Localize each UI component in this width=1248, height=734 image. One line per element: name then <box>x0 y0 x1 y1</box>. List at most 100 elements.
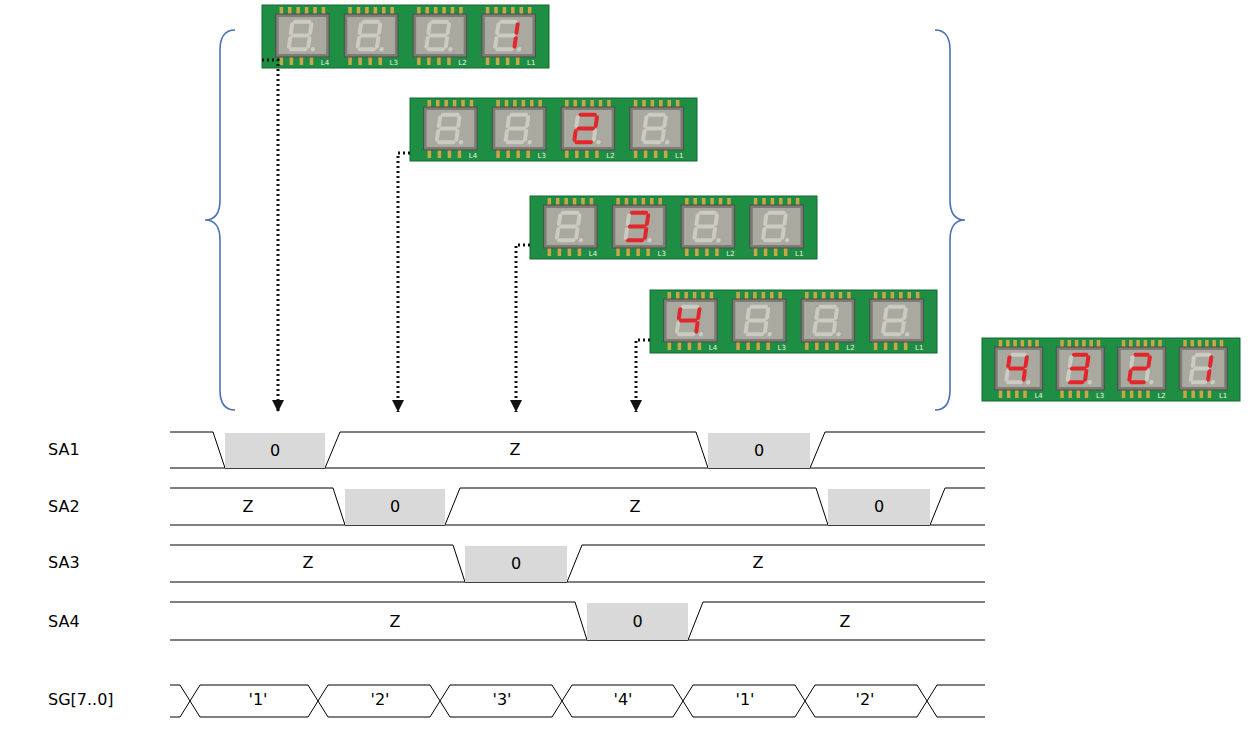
pin <box>438 150 442 158</box>
lit-segment <box>679 309 680 318</box>
pin <box>644 150 648 158</box>
lit-segment <box>579 126 593 130</box>
lit-segment <box>645 229 646 238</box>
pin <box>568 248 572 256</box>
decimal-point <box>647 238 652 242</box>
display-face <box>684 208 732 245</box>
unlit-segment <box>748 332 762 336</box>
decimal-point <box>767 332 772 336</box>
pin <box>1151 340 1155 347</box>
unlit-segment <box>765 238 779 242</box>
pin <box>1060 390 1064 398</box>
pin <box>616 198 620 205</box>
pin <box>556 198 560 205</box>
unlit-segment <box>767 224 781 228</box>
leader-arrow <box>398 153 410 412</box>
display-face <box>1121 350 1163 387</box>
pin <box>1082 340 1086 347</box>
pin <box>884 342 888 350</box>
decimal-point <box>1087 380 1092 384</box>
pin <box>595 150 599 158</box>
circuit-board <box>982 338 1240 401</box>
lit-segment <box>647 215 648 224</box>
display-board-art <box>982 338 1240 401</box>
lit-segment <box>1149 357 1150 366</box>
signal-state: Z <box>510 441 521 459</box>
pin <box>1183 390 1187 398</box>
pin <box>839 292 843 299</box>
leader-arrow <box>636 340 650 412</box>
unlit-segment <box>752 305 766 309</box>
pin <box>530 100 534 107</box>
decimal-point <box>379 47 384 51</box>
pin <box>766 342 770 350</box>
seven-segment-digit <box>288 22 319 52</box>
lit-segment <box>515 38 516 47</box>
pin <box>590 198 594 205</box>
pin <box>425 7 429 14</box>
seven-segment-digit <box>436 115 467 145</box>
unlit-segment <box>295 20 309 24</box>
pin <box>378 57 382 65</box>
low-state-cell: 0 <box>587 603 688 640</box>
pin <box>506 150 510 158</box>
unlit-segment <box>1191 371 1192 380</box>
digit-label: L2 <box>726 250 734 258</box>
pin <box>688 342 692 350</box>
seven-segment-digit <box>1190 355 1219 385</box>
unlit-segment <box>456 131 457 140</box>
pin <box>511 7 515 14</box>
unlit-segment <box>557 229 558 238</box>
pin <box>470 100 474 107</box>
pin <box>417 57 421 65</box>
display-face <box>804 302 852 339</box>
unlit-segment <box>501 20 515 24</box>
pin <box>847 292 851 299</box>
state-value: 0 <box>270 442 280 460</box>
digit-label: L2 <box>846 344 854 352</box>
unlit-segment <box>820 305 834 309</box>
pin <box>300 57 304 65</box>
pin <box>436 100 440 107</box>
seven-segment-digit <box>883 307 914 337</box>
signal-state: '3' <box>493 691 512 709</box>
display-module <box>732 299 786 342</box>
lit-segment <box>698 309 699 318</box>
pin <box>494 7 498 14</box>
pin <box>548 248 552 256</box>
unlit-segment <box>561 224 575 228</box>
display-face <box>495 110 543 147</box>
decimal-point <box>665 140 670 144</box>
display-module <box>492 107 546 150</box>
pin <box>453 100 457 107</box>
display-module <box>276 14 330 57</box>
pin <box>685 248 689 256</box>
digit-label: L3 <box>538 152 546 160</box>
pin <box>805 292 809 299</box>
pin <box>585 150 589 158</box>
pin <box>762 198 766 205</box>
pin <box>442 7 446 14</box>
unlit-segment <box>362 33 376 37</box>
unlit-segment <box>679 332 693 336</box>
decimal-point <box>448 47 453 51</box>
unlit-segment <box>645 140 659 144</box>
pin <box>447 57 451 65</box>
pin <box>590 100 594 107</box>
seven-segment-digit <box>814 307 845 337</box>
timing-waveforms <box>170 432 985 717</box>
pin <box>693 198 697 205</box>
pin <box>1138 390 1142 398</box>
pin <box>1205 340 1209 347</box>
unlit-segment <box>594 131 595 140</box>
signal-state: Z <box>303 554 314 572</box>
display-module <box>1056 347 1104 390</box>
display-face <box>615 208 663 245</box>
display-board: L4L3L2L1 <box>650 290 937 353</box>
lit-segment <box>574 131 575 140</box>
pin <box>736 342 740 350</box>
state-value: 0 <box>754 442 764 460</box>
display-module <box>413 14 467 57</box>
decimal-point <box>458 140 463 144</box>
pin <box>1158 340 1162 347</box>
